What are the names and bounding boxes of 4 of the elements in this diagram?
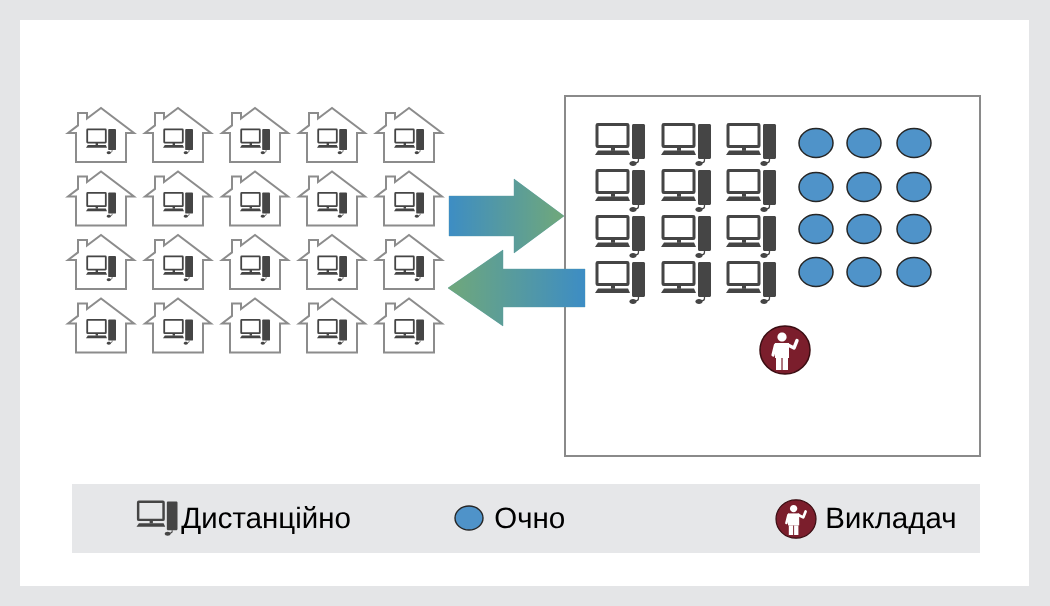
legend-text: Дистанційно (181, 506, 350, 534)
legend-text: Очно (495, 507, 564, 529)
classroom-box (564, 95, 981, 457)
legend-text: Викладач (827, 507, 955, 534)
